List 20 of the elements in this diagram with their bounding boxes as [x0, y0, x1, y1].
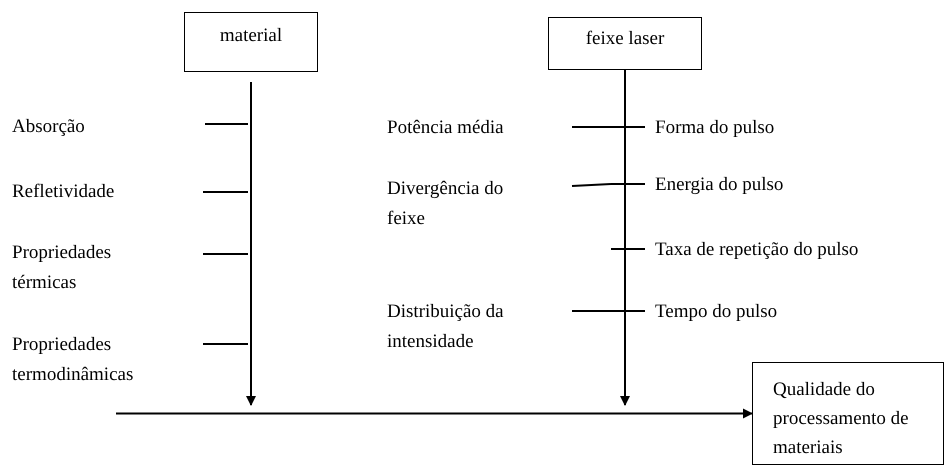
cause-label: Distribuição da intensidade [387, 300, 505, 354]
cause-label: Divergência do feixe [387, 177, 504, 231]
cause-label: Forma do pulso [655, 116, 774, 140]
process-box [752, 362, 944, 465]
arrow [116, 408, 753, 418]
arrow [246, 82, 256, 406]
cause-label: Taxa de repetição do pulso [655, 238, 858, 262]
cause-label: Tempo do pulso [655, 300, 778, 324]
box-label: feixe laser [584, 28, 666, 50]
cause-label: Absorção [12, 115, 85, 139]
box-label: Qualidade do processamento de materiais [773, 378, 910, 460]
cause-label: Energia do pulso [655, 173, 784, 197]
process-box [548, 17, 702, 70]
cause-label: Potência média [387, 116, 504, 140]
process-box [184, 12, 318, 72]
box-label: material [218, 25, 284, 47]
arrow [620, 70, 630, 406]
cause-label: Refletividade [12, 180, 114, 204]
cause-label: Propriedades térmicas [12, 241, 112, 295]
cause-label: Propriedades termodinâmicas [12, 333, 134, 387]
